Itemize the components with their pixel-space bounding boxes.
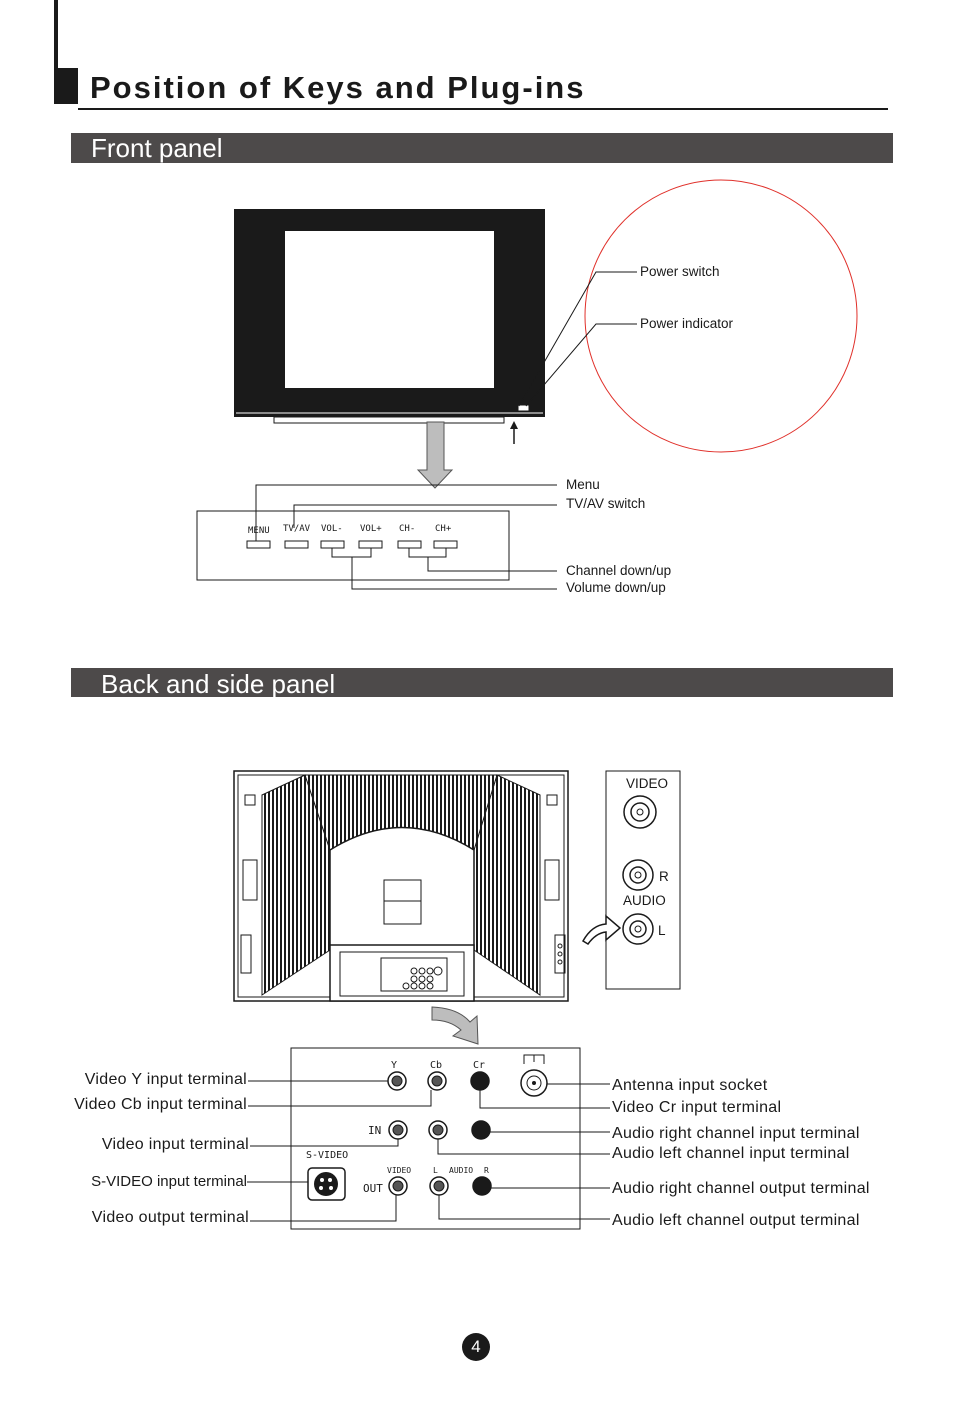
audio-right-output-label: Audio right channel output terminal <box>612 1180 870 1197</box>
side-audio-label: AUDIO <box>623 893 666 908</box>
side-audio-r-jack <box>622 859 654 891</box>
ch-down-key-caption: CH- <box>399 524 416 534</box>
l-caption: L <box>433 1166 438 1175</box>
front-panel-heading: Front panel <box>71 133 893 163</box>
vol-down-key <box>320 540 345 549</box>
menu-key-caption: MENU <box>248 526 270 536</box>
back-panel-diagram <box>233 770 681 1230</box>
zoom-circle <box>584 179 858 453</box>
in-caption: IN <box>368 1124 382 1137</box>
back-panel-heading: Back and side panel <box>71 668 893 699</box>
antenna-socket-label: Antenna input socket <box>612 1077 768 1094</box>
audio-r-in-jack <box>471 1120 491 1140</box>
grey-arrow-down-icon <box>416 421 454 489</box>
side-audio-l-jack <box>622 913 654 945</box>
title-underline <box>78 108 888 110</box>
arrow-up-icon <box>510 421 518 429</box>
page-title: Position of Keys and Plug-ins <box>90 70 586 105</box>
tv-stand <box>273 416 505 424</box>
channel-down-up-label: Channel down/up <box>566 563 672 578</box>
side-r-label: R <box>659 869 669 884</box>
title-accent-block <box>54 68 78 104</box>
s-video-caption: S-VIDEO <box>306 1150 349 1161</box>
video-input-label: Video input terminal <box>101 1136 249 1153</box>
video-output-label: Video output terminal <box>91 1209 249 1226</box>
vol-down-key-caption: VOL- <box>321 524 343 534</box>
power-switch-label: Power switch <box>640 264 720 279</box>
power-indicator-icon <box>523 405 529 411</box>
side-l-label: L <box>658 923 666 938</box>
audio-r-out-jack <box>472 1176 492 1196</box>
cb-caption: Cb <box>430 1060 443 1071</box>
power-indicator-label: Power indicator <box>640 316 734 331</box>
tv-av-key-caption: TV/AV <box>283 524 311 534</box>
s-video-input-label: S-VIDEO input terminal <box>91 1173 247 1190</box>
ch-up-key-caption: CH+ <box>435 524 452 534</box>
vol-up-key-caption: VOL+ <box>360 524 382 534</box>
audio-right-input-label: Audio right channel input terminal <box>612 1125 860 1142</box>
y-caption: Y <box>391 1060 398 1071</box>
ch-down-key <box>397 540 422 549</box>
audio-left-input-label: Audio left channel input terminal <box>612 1145 850 1162</box>
side-video-label: VIDEO <box>626 776 669 791</box>
tv-av-switch-label: TV/AV switch <box>566 496 646 511</box>
title-accent-line <box>54 0 58 104</box>
front-panel-diagram <box>196 179 858 590</box>
video-cb-input-label: Video Cb input terminal <box>74 1096 247 1113</box>
menu-key <box>246 540 271 549</box>
video-y-input-label: Video Y input terminal <box>84 1071 247 1088</box>
video-caption: VIDEO <box>387 1166 412 1175</box>
control-panel-box <box>196 510 510 581</box>
audio-caption: AUDIO <box>449 1166 474 1175</box>
tv-av-key <box>284 540 309 549</box>
menu-label: Menu <box>566 477 600 492</box>
page-number: 4 <box>462 1333 490 1361</box>
side-video-jack <box>623 795 657 829</box>
volume-down-up-label: Volume down/up <box>566 580 666 595</box>
video-cr-input-label: Video Cr input terminal <box>612 1099 782 1116</box>
ch-up-key <box>433 540 458 549</box>
tv-screen <box>285 231 494 388</box>
r-caption: R <box>484 1166 489 1175</box>
cr-input-jack <box>470 1071 490 1091</box>
power-switch-icon <box>518 405 524 411</box>
side-curved-arrow-icon <box>581 914 622 945</box>
audio-left-output-label: Audio left channel output terminal <box>612 1212 860 1229</box>
cr-caption: Cr <box>473 1060 486 1071</box>
out-caption: OUT <box>363 1182 383 1195</box>
vol-up-key <box>358 540 383 549</box>
grey-curved-arrow-icon <box>431 1006 479 1045</box>
